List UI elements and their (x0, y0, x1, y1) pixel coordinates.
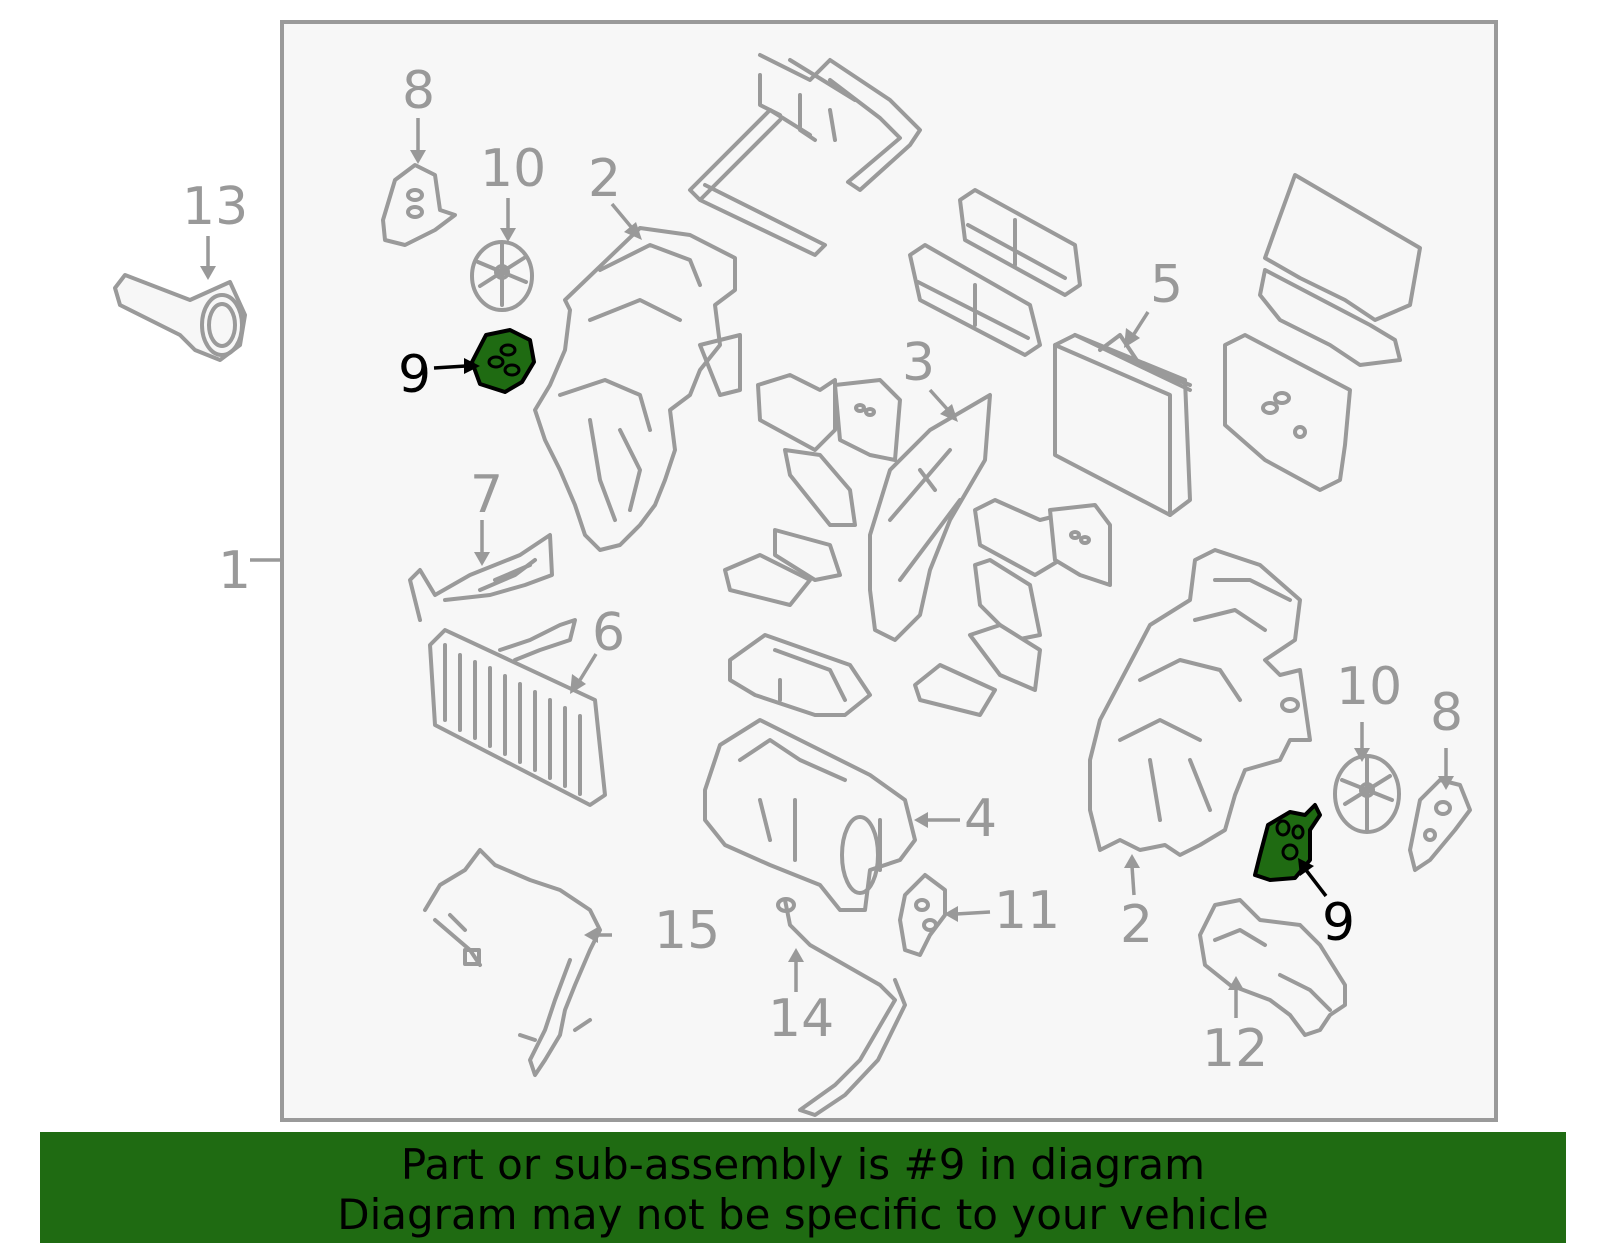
part-6-heater-core (428, 618, 607, 807)
leader-lines (200, 118, 1454, 1018)
callout-11: 11 (994, 881, 1060, 941)
callout-12: 12 (1202, 1019, 1268, 1079)
callout-2-left: 2 (588, 149, 621, 209)
callout-7: 7 (470, 465, 503, 525)
callout-5: 5 (1150, 255, 1183, 315)
part-3-divider (868, 393, 992, 642)
duct-pieces-center (913, 498, 1112, 717)
part-4-lower-case (703, 718, 917, 912)
part-10-actuator-right (1333, 754, 1401, 834)
part-13-duct (113, 273, 247, 362)
part-9-highlighted-left (470, 328, 536, 394)
callout-4: 4 (964, 789, 997, 849)
callout-6: 6 (592, 603, 625, 663)
callout-13: 13 (182, 177, 248, 237)
callout-3: 3 (902, 333, 935, 393)
callout-labels: 1 2 2 3 4 5 6 7 8 8 9 9 10 10 11 12 13 1… (182, 61, 1463, 1079)
right-panels (1223, 173, 1422, 492)
callout-2-right: 2 (1120, 895, 1153, 955)
part-15-wire-harness (423, 848, 602, 1077)
callout-15: 15 (654, 901, 720, 961)
callout-9-left: 9 (398, 345, 431, 405)
callout-9-right: 9 (1322, 893, 1355, 953)
lower-duct-center (728, 633, 872, 717)
part-2-housing-left (533, 226, 742, 552)
callout-10-left: 10 (480, 139, 546, 199)
callout-8-right: 8 (1430, 683, 1463, 743)
filter-pieces (908, 188, 1082, 357)
part-11-gasket (898, 873, 947, 957)
callout-14: 14 (768, 989, 834, 1049)
callout-8-left: 8 (402, 61, 435, 121)
part-10-actuator-left (470, 240, 534, 312)
part-2-housing-right (1088, 548, 1312, 857)
parts-diagram: 1 2 2 3 4 5 6 7 8 8 9 9 10 10 11 12 13 1… (113, 20, 1498, 1122)
banner-line-2: Diagram may not be specific to your vehi… (337, 1190, 1269, 1239)
part-8-gasket-left (381, 163, 457, 247)
flaps-center (723, 373, 902, 607)
part-5-evaporator (1053, 333, 1192, 517)
part-7-cable (408, 533, 554, 622)
part-12-duct (1198, 898, 1347, 1037)
part-14-drain-hose (776, 897, 907, 1117)
callout-10-right: 10 (1336, 657, 1402, 717)
callout-1: 1 (218, 541, 251, 601)
banner-line-1: Part or sub-assembly is #9 in diagram (400, 1140, 1206, 1189)
pipe-assembly-top (688, 53, 922, 257)
info-banner: Part or sub-assembly is #9 in diagram Di… (40, 1132, 1566, 1243)
